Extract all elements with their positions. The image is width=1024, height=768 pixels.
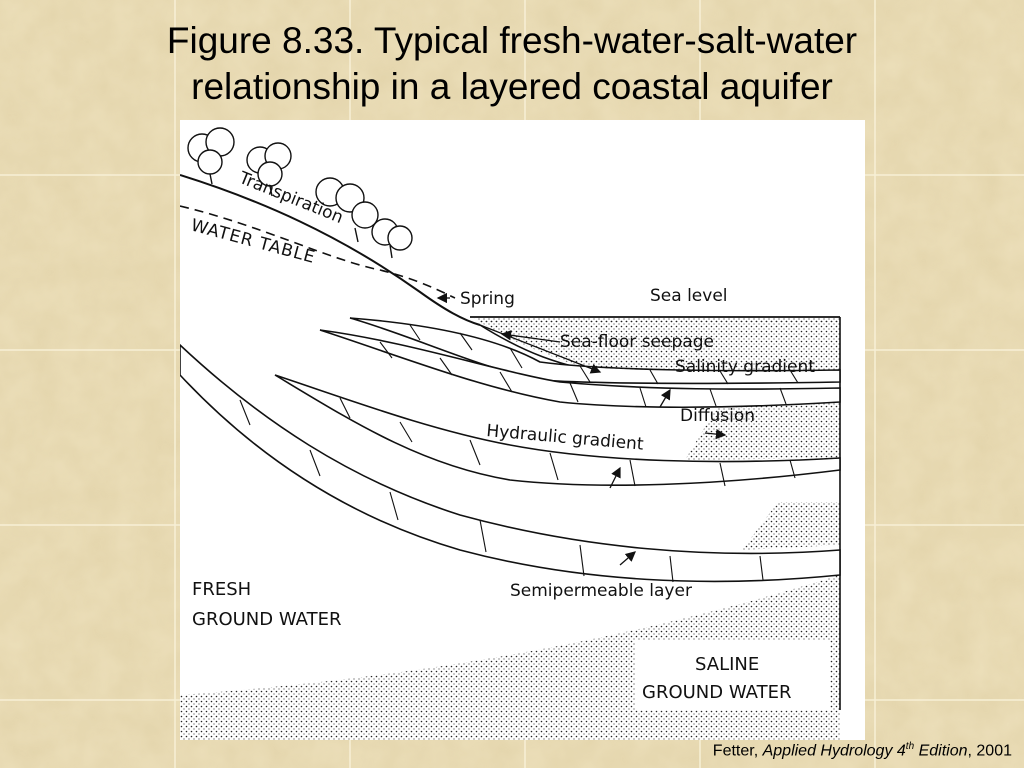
- citation-year: , 2001: [967, 742, 1012, 760]
- label-spring: Spring: [460, 289, 515, 309]
- semipermeable-layer: [179, 343, 841, 583]
- citation-book: Applied Hydrology 4: [762, 742, 906, 760]
- saline-zone-lower: [742, 502, 840, 550]
- title-line-2: relationship in a layered coastal aquife…: [191, 66, 833, 107]
- citation: Fetter, Applied Hydrology 4th Edition, 2…: [713, 741, 1012, 760]
- citation-author: Fetter,: [712, 742, 763, 760]
- diffusion-arrow: [704, 428, 727, 440]
- slide-title: Figure 8.33. Typical fresh-water-salt-wa…: [0, 18, 1024, 110]
- label-fresh-line2: GROUND WATER: [192, 609, 341, 630]
- saline-label-box: [635, 640, 830, 710]
- salinity-arrow: [659, 388, 671, 408]
- semipermeable-arrow: [619, 551, 636, 566]
- title-line-1: Figure 8.33. Typical fresh-water-salt-wa…: [166, 20, 858, 61]
- hydraulic-arrow: [609, 466, 621, 489]
- seepage-flow-arrow: [479, 324, 602, 374]
- citation-edition: Edition: [914, 742, 968, 760]
- trees-icon: [187, 127, 413, 251]
- label-semipermeable-layer: Semipermeable layer: [510, 581, 692, 601]
- label-salinity-gradient: Salinity gradient: [675, 357, 815, 377]
- label-water-table: WATER TABLE: [189, 216, 318, 268]
- label-diffusion: Diffusion: [680, 406, 755, 426]
- saline-zone-middle: [685, 402, 840, 460]
- label-fresh-line1: FRESH: [192, 579, 251, 600]
- water-table-line: [179, 205, 456, 299]
- aquifer-diagram: Transpiration WATER TABLE Spring Sea lev…: [179, 120, 865, 740]
- label-saline-line2: GROUND WATER: [642, 682, 791, 703]
- label-sea-floor-seepage: Sea-floor seepage: [560, 332, 714, 352]
- sea-floor-seepage-arrow: [500, 330, 561, 343]
- citation-superscript: th: [905, 741, 915, 752]
- label-sea-level: Sea level: [650, 286, 728, 306]
- land-surface: [179, 174, 481, 326]
- seawater-layer: [472, 317, 840, 322]
- confining-layer-3: [274, 374, 841, 486]
- confining-layer-2: [319, 329, 841, 409]
- aquifer-diagram-svg: Transpiration WATER TABLE Spring Sea lev…: [179, 127, 841, 740]
- label-saline-line1: SALINE: [695, 654, 759, 675]
